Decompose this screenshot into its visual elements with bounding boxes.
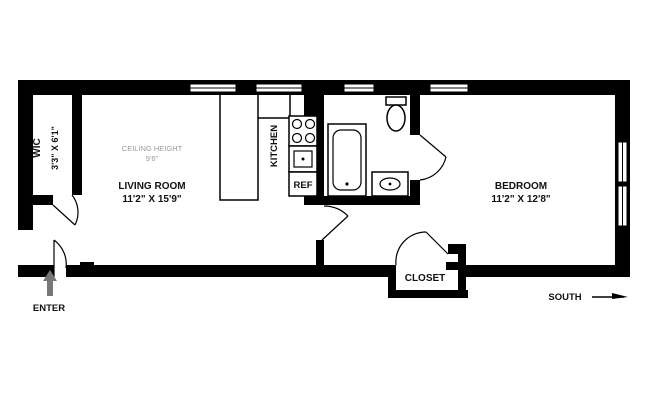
wic-dimensions: 3'3" X 6'1" xyxy=(50,126,60,170)
toilet-icon xyxy=(385,96,407,132)
south-label: SOUTH xyxy=(548,292,581,303)
closet-label: CLOSET xyxy=(405,273,446,284)
ceiling-height-label: CEILING HEIGHT xyxy=(122,144,183,153)
enter-label: ENTER xyxy=(33,303,65,314)
bathroom-sink-icon xyxy=(371,171,409,197)
kitchen-label: KITCHEN xyxy=(269,125,280,167)
kitchen-sink-icon xyxy=(288,145,318,173)
doors xyxy=(52,134,449,277)
stove-icon xyxy=(288,115,318,147)
ref-label: REF xyxy=(294,180,313,191)
kitchen-counter xyxy=(219,95,291,201)
bedroom-dimensions: 11'2" X 12'8" xyxy=(491,194,551,205)
living-room-label: LIVING ROOM xyxy=(118,181,185,192)
wic-label: WIC xyxy=(32,138,43,157)
windows xyxy=(189,83,628,227)
living-room-dimensions: 11'2" X 15'9" xyxy=(122,194,182,205)
bathtub-icon xyxy=(327,123,367,197)
entry-arrow-icon xyxy=(43,270,57,296)
south-arrow-icon xyxy=(592,293,628,299)
bedroom-label: BEDROOM xyxy=(495,181,547,192)
refrigerator-icon xyxy=(288,171,318,197)
interior-walls xyxy=(33,95,468,298)
ceiling-height-value: 9'6" xyxy=(146,154,159,163)
